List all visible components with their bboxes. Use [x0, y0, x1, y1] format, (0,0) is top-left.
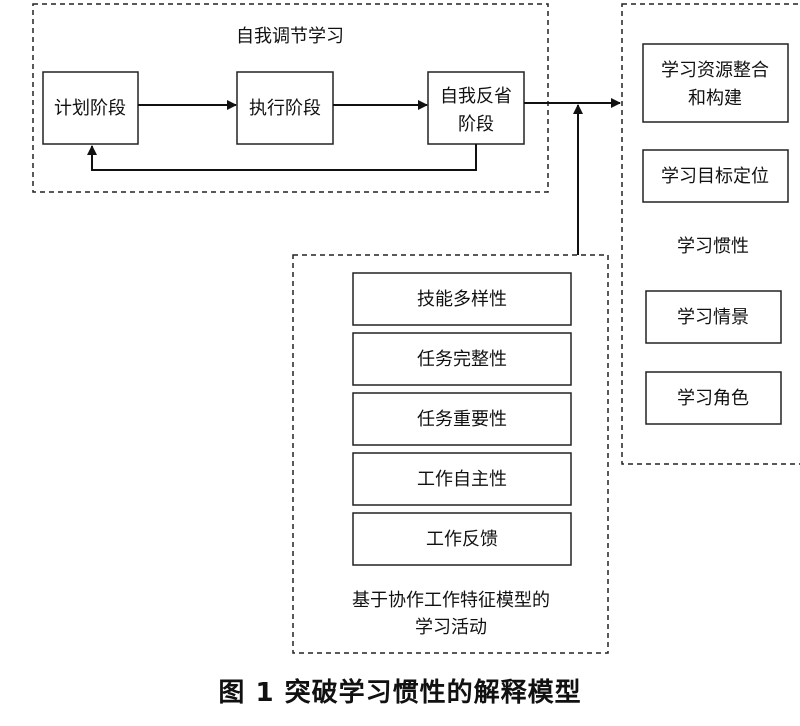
figure-caption: 图 1 突破学习惯性的解释模型 — [218, 678, 582, 708]
characteristic-label-4: 工作自主性 — [417, 469, 507, 490]
resource-integration-box — [642, 43, 789, 123]
reflect-stage-label-line1: 自我反省 — [440, 86, 512, 107]
learning-role-box — [645, 371, 782, 425]
resource-integration-label-line1: 学习资源整合 — [661, 60, 769, 81]
execute-stage-box — [236, 71, 334, 145]
characteristic-label-3: 任务重要性 — [417, 409, 507, 430]
characteristic-box-4 — [352, 452, 572, 506]
resource-integration-label-line2: 和构建 — [688, 88, 742, 109]
plan-stage-box — [42, 71, 139, 145]
goal-positioning-box — [642, 149, 789, 203]
characteristic-box-2 — [352, 332, 572, 386]
cooperative-activity-title-line2: 学习活动 — [415, 617, 487, 638]
reflect-stage-label-line2: 阶段 — [458, 114, 494, 135]
self-regulated-learning-title: 自我调节学习 — [236, 26, 344, 47]
characteristic-box-1 — [352, 272, 572, 326]
plan-stage-label: 计划阶段 — [54, 98, 126, 119]
learning-inertia-title: 学习惯性 — [677, 236, 749, 257]
execute-stage-label: 执行阶段 — [249, 98, 321, 119]
characteristic-label-2: 任务完整性 — [417, 349, 507, 370]
cooperative-activity-group — [292, 254, 609, 654]
learning-scene-box — [645, 290, 782, 344]
cooperative-activity-title-line1: 基于协作工作特征模型的 — [352, 590, 550, 611]
reflect-stage-box — [427, 71, 525, 145]
learning-inertia-group — [621, 3, 800, 465]
characteristic-label-1: 技能多样性 — [417, 289, 507, 310]
characteristic-label-5: 工作反馈 — [426, 529, 498, 550]
characteristic-box-3 — [352, 392, 572, 446]
learning-scene-label: 学习情景 — [677, 307, 749, 328]
goal-positioning-label: 学习目标定位 — [661, 166, 769, 187]
feedback-loop-arrow — [87, 144, 477, 171]
learning-role-label: 学习角色 — [677, 388, 749, 409]
characteristic-box-5 — [352, 512, 572, 566]
